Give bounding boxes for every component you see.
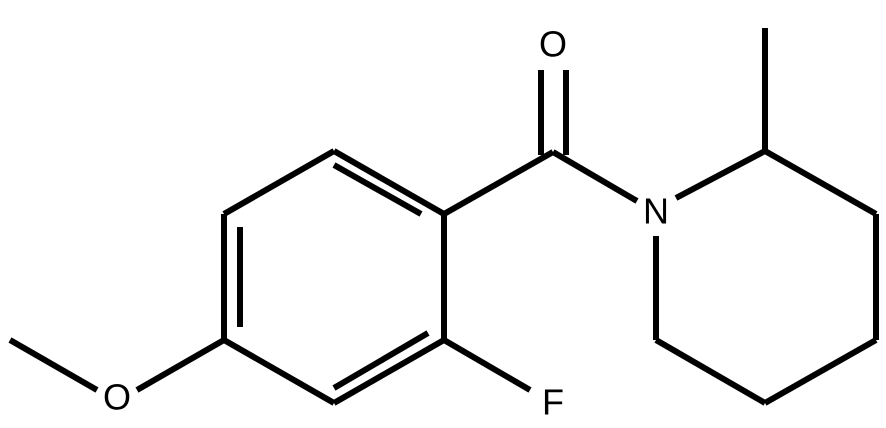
atom-label-nitrogen: N — [643, 191, 669, 232]
bond-ring-5 — [332, 337, 446, 406]
bond-ring-2 — [222, 148, 336, 217]
bond-ring-fluorine — [442, 337, 532, 393]
bond-ring-methoxy — [135, 337, 226, 393]
bond-carbonyl-ring — [442, 149, 555, 217]
bond-ring-4 — [222, 337, 336, 406]
bond-ring-inner-3 — [332, 330, 430, 391]
bond-methoxy-methyl — [8, 337, 99, 393]
bond-pip-c2-c3 — [763, 148, 878, 217]
bond-carbonyl-nitrogen — [551, 149, 639, 204]
bond-pip-c5-c6 — [654, 337, 767, 406]
atom-label-fluorine: F — [542, 382, 564, 423]
bond-pip-n-c2 — [674, 148, 767, 201]
bond-pip-c4-c5 — [763, 337, 878, 406]
bond-ring-1 — [332, 148, 446, 217]
bond-ring-inner-1 — [332, 162, 423, 217]
atom-label-carbonyl-oxygen: O — [539, 24, 567, 65]
atom-label-methoxy-oxygen: O — [103, 377, 131, 418]
